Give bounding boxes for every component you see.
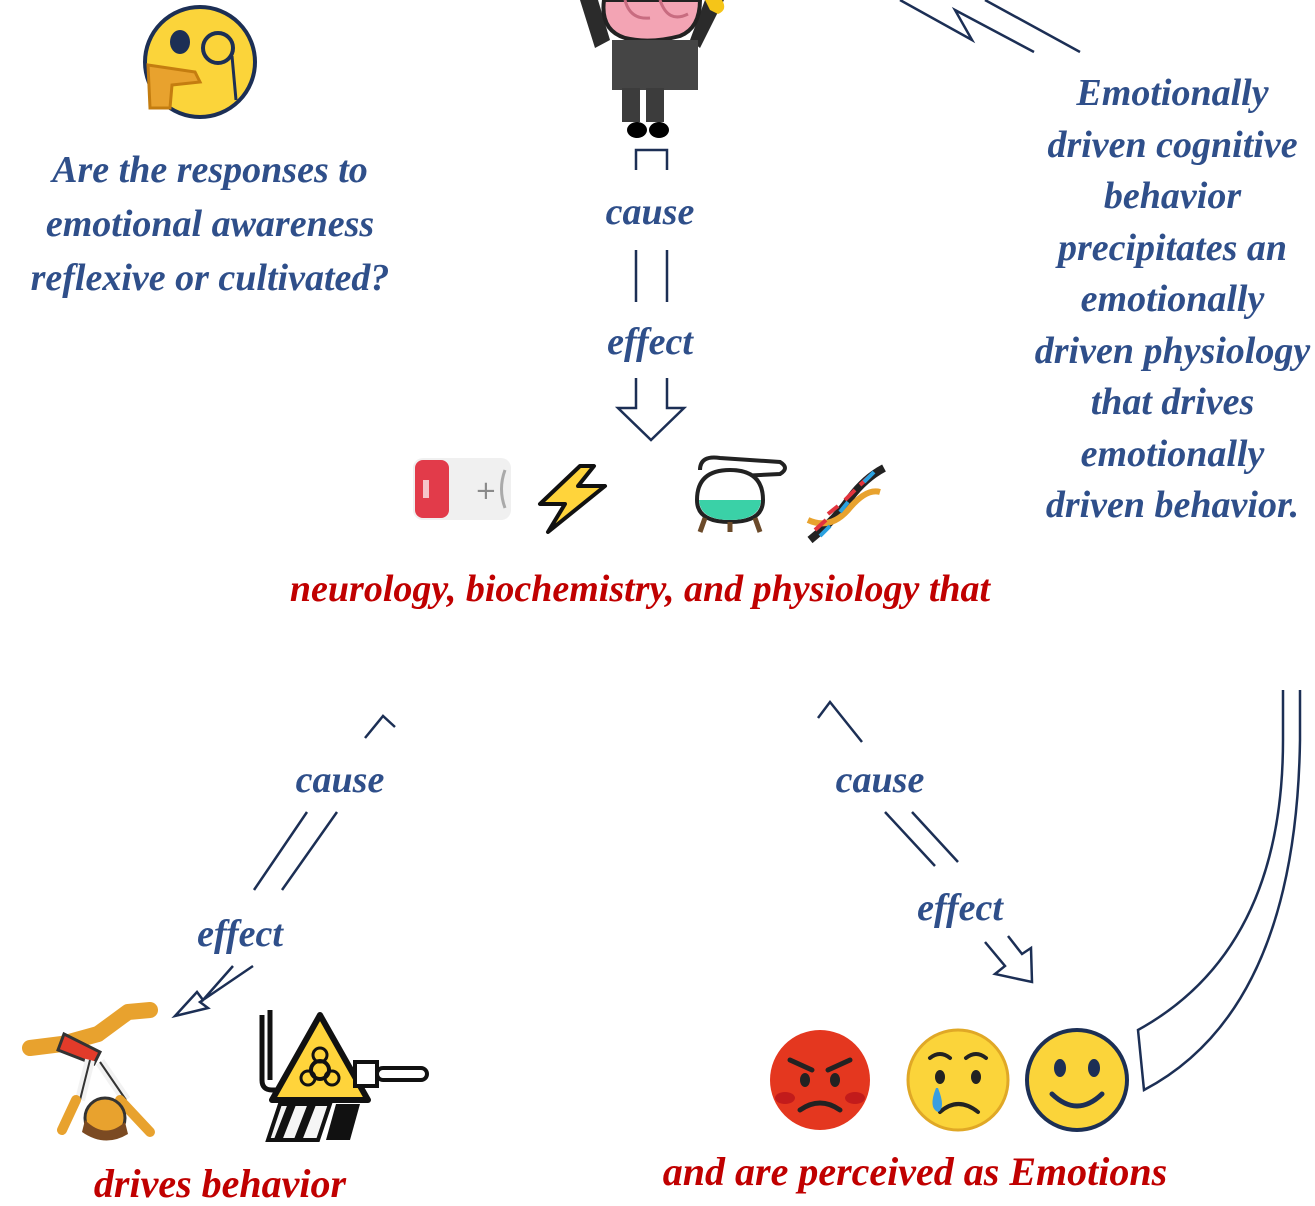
top-effect-label: effect bbox=[607, 321, 693, 363]
biohazard-sign-icon bbox=[259, 1010, 429, 1142]
left-cause-label: cause bbox=[295, 759, 385, 801]
top-cause-label: cause bbox=[605, 191, 695, 233]
low-battery-icon: + bbox=[413, 458, 511, 520]
crying-face-icon bbox=[906, 1028, 1010, 1132]
left-effect-label: effect bbox=[197, 913, 283, 955]
lightning-icon bbox=[538, 464, 607, 534]
side-note-text: Emotionally driven cognitive behavior pr… bbox=[1034, 72, 1311, 526]
face-with-monocle-icon bbox=[143, 5, 257, 119]
cartwheel-person-icon bbox=[22, 1002, 158, 1141]
left-cause-effect-arrow bbox=[171, 714, 396, 1019]
top-cause-effect-arrow bbox=[614, 148, 688, 442]
flask-icon bbox=[694, 455, 787, 533]
question-text: Are the responses to emotional awareness… bbox=[30, 149, 390, 299]
right-cause-label: cause bbox=[835, 759, 925, 801]
emotion-label: and are perceived as Emotions bbox=[662, 1149, 1168, 1194]
svg-text:+: + bbox=[475, 476, 497, 506]
dna-icon bbox=[806, 464, 886, 544]
right-cause-effect-arrow bbox=[817, 699, 1034, 984]
loop-arrow-top bbox=[899, 0, 1081, 54]
smiling-face-icon bbox=[1025, 1028, 1129, 1132]
loop-arrow-right bbox=[1136, 690, 1302, 1092]
angry-face-icon bbox=[770, 1030, 870, 1130]
center-label: neurology, biochemistry, and physiology … bbox=[289, 568, 991, 610]
behavior-label: drives behavior bbox=[93, 1161, 347, 1206]
person-holding-brain-icon bbox=[580, 0, 725, 138]
right-effect-label: effect bbox=[917, 887, 1003, 929]
